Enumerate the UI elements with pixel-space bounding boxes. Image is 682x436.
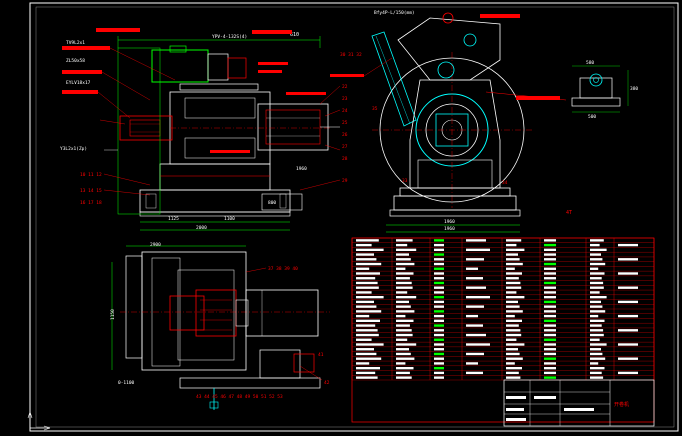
svg-text:30 31 32: 30 31 32 (340, 52, 362, 58)
sheet-frame (29, 2, 679, 432)
svg-text:37 38 39 40: 37 38 39 40 (268, 266, 298, 272)
title-block: 开卷机 (503, 379, 655, 427)
front-dim-2: 1100 (224, 216, 235, 222)
front-view: 610 1125 1 (60, 28, 348, 231)
sheet-inner-frame (35, 6, 675, 428)
svg-text:10 11 12: 10 11 12 (80, 172, 102, 178)
spec-line-0: TV9L2x1 (66, 40, 85, 46)
front-dim-3: 1960 (296, 166, 307, 172)
motor-note: YPV-4-132S(4) (212, 34, 247, 40)
spec-line-2: EYLV18x17 (66, 80, 91, 86)
svg-text:34: 34 (502, 180, 508, 186)
svg-text:26: 26 (342, 132, 348, 138)
spec-line-3: Y3L2x1(Zp) (60, 146, 87, 152)
motor-spec: Bfy4P-L/150(mm) (374, 10, 415, 16)
svg-text:27: 27 (342, 144, 348, 150)
svg-text:16 17 18: 16 17 18 (80, 200, 102, 206)
detail-dim-1: 380 (630, 86, 638, 92)
ucs-icon (27, 411, 51, 431)
plan-view: 1150 2900 0-1100 37 38 39 40 42 41 43 44… (110, 242, 330, 410)
parts-list (351, 237, 655, 423)
detail-dim-2: 500 (588, 114, 596, 120)
svg-text:24: 24 (342, 108, 348, 114)
front-dim-1: 1125 (168, 216, 179, 222)
corner-note: 4T (566, 210, 572, 216)
svg-text:13 14 15: 13 14 15 (80, 188, 102, 194)
svg-text:29: 29 (342, 178, 348, 184)
top-dimension: 610 (290, 32, 299, 38)
side-view: Bfy4P-L/150(mm) 1960 1960 30 31 32 33 34… (330, 10, 567, 233)
svg-text:22: 22 (342, 84, 348, 90)
detail-view: 580 500 380 (571, 60, 638, 120)
svg-text:43 44 45 46 47 48 49 50 51 52: 43 44 45 46 47 48 49 50 51 52 53 (196, 394, 283, 400)
plan-dim-1: 2900 (150, 242, 161, 248)
svg-text:25: 25 (342, 120, 348, 126)
svg-text:41: 41 (318, 352, 324, 358)
side-dim-1: 1960 (444, 226, 455, 232)
spec-line-1: ZL50x58 (66, 58, 85, 64)
svg-text:33: 33 (402, 178, 408, 184)
svg-text:28: 28 (342, 156, 348, 162)
front-dim-0: 2000 (196, 225, 207, 231)
svg-text:42: 42 (324, 380, 330, 386)
svg-text:23: 23 (342, 96, 348, 102)
plan-dim-0: 1150 (110, 309, 116, 320)
side-dim-0: 1960 (444, 219, 455, 225)
title-block-name: 开卷机 (614, 401, 629, 408)
svg-text:35: 35 (372, 106, 378, 112)
front-dim-4: 800 (268, 200, 276, 206)
plan-dim-2: 0-1100 (118, 380, 135, 386)
detail-dim-0: 580 (586, 60, 594, 66)
